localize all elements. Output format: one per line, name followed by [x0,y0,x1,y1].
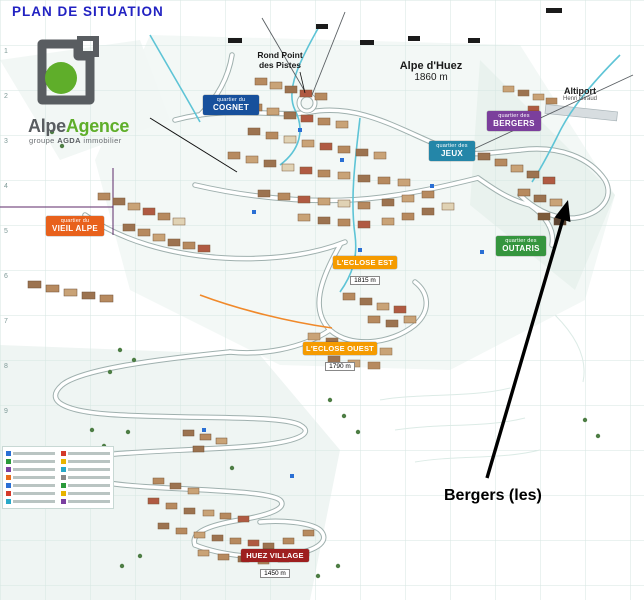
brand-alpe: Alpe [28,116,66,136]
quartier-prefix: quartier du [216,97,246,103]
pointer-lines [149,71,306,173]
grid-row-number: 6 [4,273,8,280]
quartier-prefix: quartier des [436,143,468,149]
quartier-badge-vieil-alpe: quartier du VIEIL ALPE [46,216,104,236]
agency-brand: AlpeAgence [28,116,129,137]
buildings-mid-bottom [182,429,228,453]
quartier-badge-outaris: quartier des OUTARIS [496,236,546,256]
agency-logo: AlpeAgence groupe AGDA immobilier [28,35,168,145]
contour-lines [379,314,585,463]
subtitle-agda: AGDA [57,136,81,145]
legend-item [61,451,110,456]
legend-item [61,467,110,472]
sector-name: HUEZ VILLAGE [241,549,309,562]
sector-huez-village: HUEZ VILLAGE 1450 m [241,549,309,580]
legend-item [6,451,55,456]
legend-item [6,483,55,488]
sector-altitude: 1790 m [325,362,355,371]
sector-eclose-ouest: L'ECLOSE OUEST 1790 m [303,342,377,373]
legend-item [6,475,55,480]
legend-item [61,491,110,496]
legend-item [6,491,55,496]
subtitle-post: immobilier [80,136,122,145]
rond-point-label: Rond Point des Pistes [240,50,320,70]
quartier-name: COGNET [212,103,250,113]
rond-point-line2: des Pistes [258,60,302,71]
sector-altitude: 1450 m [260,569,290,578]
grid-row-number: 8 [4,363,8,370]
brand-agence: Agence [65,116,130,136]
legend-item [61,475,110,480]
grid-row-number: 5 [4,228,8,235]
grid-row-number: 3 [4,138,8,145]
ski-run-orange [199,294,333,329]
buildings-bergers [477,152,567,226]
poi-markers [202,128,484,478]
quartier-badge-cognet: quartier du COGNET [203,95,259,115]
legend-item [61,459,110,464]
sector-name: L'ECLOSE EST [333,256,397,269]
buildings-center [227,77,455,229]
page-title: PLAN DE SITUATION [12,4,164,19]
grid-row-number: 4 [4,183,8,190]
resort-altitude: 1860 m [414,72,448,83]
grid-row-number: 1 [4,48,8,55]
legend-item [61,483,110,488]
legend-item [6,499,55,504]
resort-name: Alpe d'Huez [399,60,463,72]
altiport-subtitle: Henri Giraud [562,96,597,102]
quartier-name: JEUX [440,149,464,159]
quartier-prefix: quartier du [60,218,90,224]
sector-altitude: 1815 m [350,276,380,285]
bergers-annotation: Bergers (les) [444,487,542,504]
sector-eclose-est: L'ECLOSE EST 1815 m [333,256,397,287]
ski-lifts [261,11,634,161]
legend-item [61,499,110,504]
legend-item [6,467,55,472]
trees [49,129,601,579]
buildings-altiport [502,85,558,113]
subtitle-pre: groupe [29,136,58,145]
quartier-badge-jeux: quartier des JEUX [429,141,475,161]
quartier-prefix: quartier des [505,238,537,244]
resort-label: Alpe d'Huez 1860 m [385,60,477,83]
sign-markers [228,8,562,45]
agency-logo-mark [37,35,99,105]
quartier-name: VIEIL ALPE [51,224,99,234]
quartier-name: BERGERS [493,119,535,129]
quartier-badge-bergers: quartier des BERGERS [487,111,541,131]
sector-name: L'ECLOSE OUEST [303,342,377,355]
buildings-eclose-est [342,292,417,328]
rond-point-line1: Rond Point [257,50,303,60]
bergers-arrow [485,200,571,479]
legend-panel [2,446,114,509]
quartier-name: OUTARIS [502,244,540,254]
buildings-far-left [27,280,114,303]
grid-row-number: 2 [4,93,8,100]
buildings-vieil-alpe [97,192,211,253]
agency-subtitle: groupe AGDA immobilier [29,136,122,145]
grid-row-number: 7 [4,318,8,325]
legend-item [6,459,55,464]
altiport-runway [544,103,618,122]
altiport-label: Altiport Henri Giraud [549,86,611,102]
quartier-prefix: quartier des [498,113,530,119]
grid-row-number: 9 [4,408,8,415]
altiport-name: Altiport [564,86,596,96]
